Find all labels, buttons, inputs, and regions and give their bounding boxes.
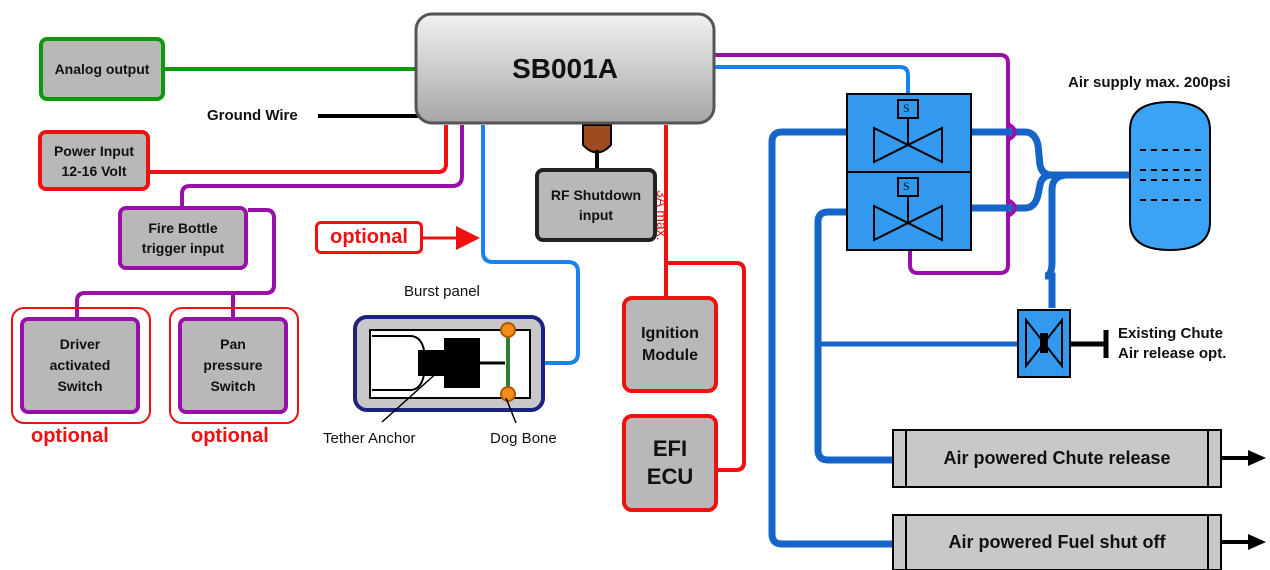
rf-shutdown-line2: input xyxy=(578,207,614,223)
pan-optional-outline xyxy=(169,307,299,424)
valve-signal-wire xyxy=(715,65,910,94)
solenoid-symbol-top: S xyxy=(903,101,910,115)
ignition-module-line2: Module xyxy=(642,346,698,364)
rf-shutdown-box: RF Shutdown input xyxy=(535,168,657,242)
power-input-wire xyxy=(150,125,448,174)
power-input-line2: 12-16 Volt xyxy=(61,162,127,179)
driver-switch-box: Driver activated Switch xyxy=(20,317,140,414)
analog-output-box: Analog output xyxy=(39,37,165,101)
chute-valve-feed xyxy=(1044,171,1080,308)
pan-optional-label: optional xyxy=(191,425,269,447)
fire-bottle-line1: Fire Bottle xyxy=(148,220,218,236)
air-supply-label: Air supply max. 200psi xyxy=(1068,74,1231,91)
solenoid-symbol-bottom: S xyxy=(903,179,910,193)
existing-chute-line1: Existing Chute xyxy=(1118,325,1224,342)
ignition-module-box: Ignition Module xyxy=(622,296,718,393)
valve-power-wire xyxy=(715,53,1010,275)
solenoid-valve-block xyxy=(846,93,972,251)
main-unit-label: SB001A xyxy=(512,52,618,84)
air-supply-line xyxy=(970,128,1130,179)
chute-release-label: Air powered Chute release xyxy=(943,448,1171,468)
air-output-line-bottom xyxy=(814,208,893,464)
driver-switch-line2: activated xyxy=(49,357,111,373)
burst-panel-drawing xyxy=(353,315,545,424)
driver-optional-label: optional xyxy=(31,425,109,447)
efi-ecu-box: EFI ECU xyxy=(622,414,718,512)
tether-anchor-label: Tether Anchor xyxy=(323,430,416,447)
driver-optional-outline xyxy=(11,307,151,424)
efi-ecu-line2: ECU xyxy=(646,464,694,489)
ignition-module-line1: Ignition xyxy=(641,324,699,342)
main-unit-box xyxy=(414,12,716,125)
max-current-label: 3A max. xyxy=(654,190,670,241)
wire-hop-1 xyxy=(1006,122,1017,142)
pan-switch-box: Pan pressure Switch xyxy=(178,317,288,414)
fire-bottle-line2: trigger input xyxy=(141,240,225,256)
fuel-shutoff-label: Air powered Fuel shut off xyxy=(948,532,1166,552)
fire-bottle-box: Fire Bottle trigger input xyxy=(118,206,248,270)
air-supply-line-2 xyxy=(970,171,1053,212)
pan-switch-line3: Switch xyxy=(210,378,256,394)
power-input-box: Power Input 12-16 Volt xyxy=(38,130,150,191)
chute-release-cylinder xyxy=(892,429,1266,488)
pan-switch-line2: pressure xyxy=(203,357,263,373)
power-input-line1: Power Input xyxy=(53,142,135,159)
switch-wire xyxy=(75,208,276,318)
existing-chute-label: Existing Chute Air release opt. xyxy=(1118,324,1226,364)
air-tank xyxy=(1129,100,1211,252)
fuel-shutoff-cylinder xyxy=(892,514,1266,570)
rf-connector xyxy=(582,124,612,154)
driver-switch-line1: Driver xyxy=(59,336,101,352)
rf-shutdown-line1: RF Shutdown xyxy=(550,187,642,203)
wire-hop-2 xyxy=(1006,198,1017,218)
optional-arrow-box: optional xyxy=(315,221,423,254)
driver-switch-line3: Switch xyxy=(57,378,103,394)
ground-wire-label: Ground Wire xyxy=(207,107,298,124)
pan-switch-line1: Pan xyxy=(220,336,246,352)
efi-wire xyxy=(666,261,746,472)
efi-ecu-line1: EFI xyxy=(652,436,688,461)
dog-bone-label: Dog Bone xyxy=(490,430,557,447)
chute-air-release-valve xyxy=(1017,309,1109,378)
air-output-line-top xyxy=(768,128,893,548)
fire-bottle-wire xyxy=(180,125,464,206)
existing-chute-line2: Air release opt. xyxy=(1118,345,1227,362)
burst-panel-title: Burst panel xyxy=(404,283,480,300)
